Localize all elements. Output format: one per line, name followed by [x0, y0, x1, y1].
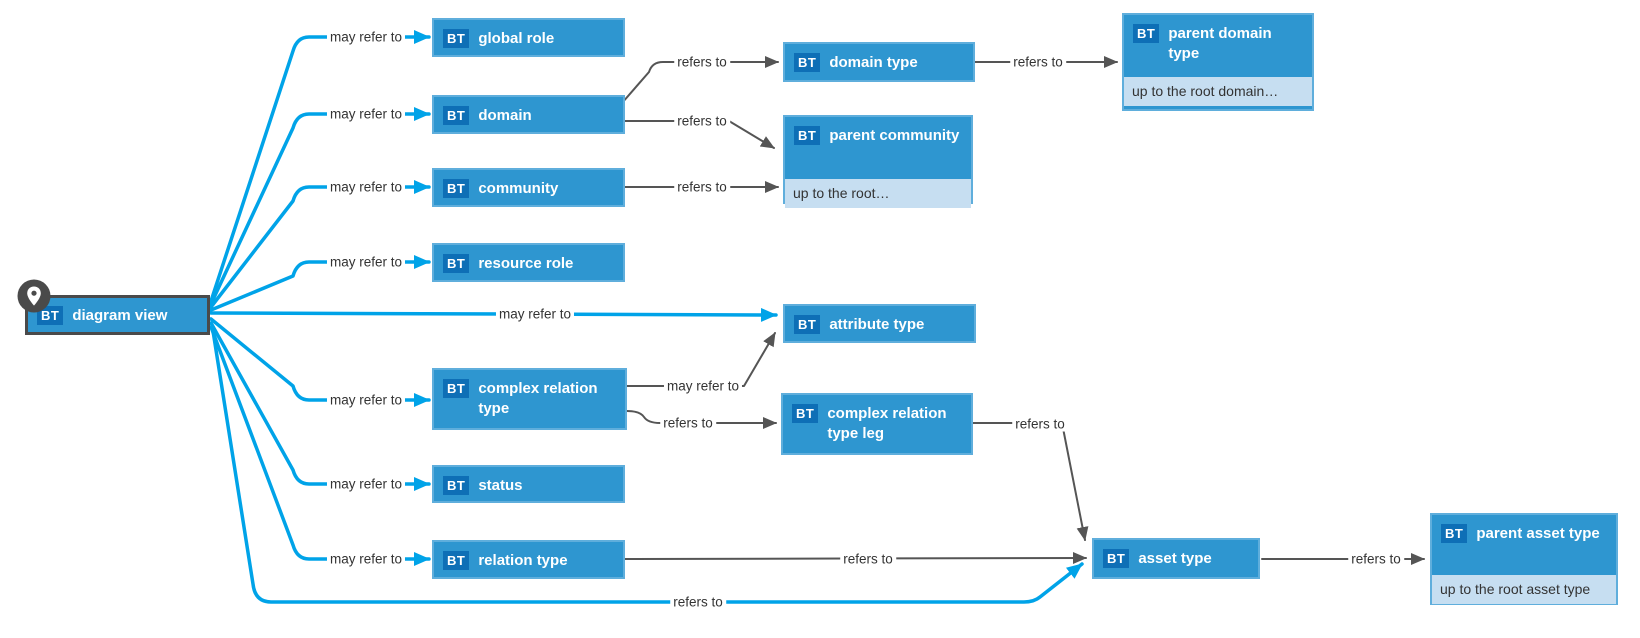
- bt-badge: BT: [443, 106, 470, 125]
- node-global-role[interactable]: BT global role: [432, 18, 625, 57]
- edge-label-refers-to: refers to: [1348, 551, 1404, 567]
- node-community[interactable]: BT community: [432, 168, 625, 207]
- bt-badge: BT: [794, 315, 821, 334]
- bt-badge: BT: [37, 306, 64, 325]
- node-status[interactable]: BT status: [432, 465, 625, 503]
- edge-diagram-view-resource-role: [209, 255, 431, 312]
- edge-complex-relation-type-leg: [626, 410, 777, 429]
- bt-badge: BT: [443, 179, 470, 198]
- edge-label-may-refer-to: may refer to: [326, 29, 406, 45]
- node-asset-type[interactable]: BT asset type: [1092, 538, 1260, 579]
- node-attribute-type[interactable]: BT attribute type: [783, 304, 976, 343]
- node-label: resource role: [478, 255, 574, 272]
- edge-label-may-refer-to: may refer to: [326, 254, 406, 270]
- bt-badge: BT: [792, 404, 819, 423]
- node-parent-asset-type[interactable]: BT parent asset type up to the root asse…: [1430, 513, 1618, 605]
- node-label: complex relation type: [478, 380, 598, 417]
- node-label: asset type: [1138, 550, 1212, 567]
- edge-domain-domain-type: [621, 56, 779, 104]
- edge-label-may-refer-to: may refer to: [326, 551, 406, 567]
- bt-badge: BT: [1103, 549, 1130, 568]
- edge-diagram-view-attribute-type: [209, 307, 778, 322]
- node-label: global role: [478, 30, 555, 47]
- node-label: relation type: [478, 552, 568, 569]
- node-label: parent domain type: [1168, 25, 1272, 62]
- edge-diagram-view-relation-type: [209, 325, 431, 566]
- location-pin-icon: [17, 279, 51, 313]
- edge-diagram-view-community: [209, 180, 431, 309]
- node-domain-type[interactable]: BT domain type: [783, 42, 975, 82]
- bt-badge: BT: [443, 29, 470, 48]
- edge-label-refers-to: refers to: [670, 594, 726, 610]
- node-note: up to the root domain…: [1124, 77, 1312, 106]
- edge-label-may-refer-to: may refer to: [326, 392, 406, 408]
- bt-badge: BT: [1441, 524, 1468, 543]
- node-label: complex relation type leg: [827, 405, 947, 442]
- node-resource-role[interactable]: BT resource role: [432, 243, 625, 282]
- edge-label-refers-to: refers to: [660, 415, 716, 431]
- edge-label-may-refer-to: may refer to: [663, 378, 743, 394]
- node-label: diagram view: [72, 307, 168, 324]
- node-note: up to the root asset type: [1432, 575, 1616, 604]
- node-label: attribute type: [829, 316, 925, 333]
- node-parent-domain-type[interactable]: BT parent domain type up to the root dom…: [1122, 13, 1314, 111]
- edge-diagram-view-domain: [209, 107, 431, 306]
- node-label: status: [478, 477, 523, 494]
- node-parent-community[interactable]: BT parent community up to the root…: [783, 115, 973, 208]
- node-diagram-view[interactable]: BT diagram view: [25, 295, 210, 335]
- edge-label-refers-to: refers to: [674, 179, 730, 195]
- edge-label-refers-to: refers to: [674, 54, 730, 70]
- node-complex-relation-type[interactable]: BT complex relation type: [432, 368, 627, 430]
- bt-badge: BT: [794, 126, 821, 145]
- edge-diagram-view-asset-type: [211, 329, 1084, 604]
- node-domain[interactable]: BT domain: [432, 95, 625, 134]
- bt-badge: BT: [443, 551, 470, 570]
- edge-label-refers-to: refers to: [674, 113, 730, 129]
- edge-diagram-view-status: [209, 321, 431, 491]
- bt-badge: BT: [443, 476, 470, 495]
- edge-label-refers-to: refers to: [1010, 54, 1066, 70]
- node-label: parent community: [829, 127, 960, 144]
- bt-badge: BT: [443, 254, 470, 273]
- node-note: up to the root…: [785, 179, 971, 208]
- edge-diagram-view-global-role: [209, 30, 431, 303]
- node-label: domain: [478, 107, 532, 124]
- edge-label-refers-to: refers to: [1012, 416, 1068, 432]
- edge-leg-asset-type: [972, 422, 1089, 541]
- edge-label-may-refer-to: may refer to: [326, 106, 406, 122]
- node-relation-type[interactable]: BT relation type: [432, 540, 625, 579]
- bt-badge: BT: [794, 53, 821, 72]
- edge-label-may-refer-to: may refer to: [495, 306, 575, 322]
- node-label: parent asset type: [1476, 525, 1600, 542]
- node-complex-relation-type-leg[interactable]: BT complex relation type leg: [781, 393, 973, 455]
- node-label: domain type: [829, 54, 918, 71]
- bt-badge: BT: [443, 379, 470, 398]
- bt-badge: BT: [1133, 24, 1160, 43]
- edge-diagram-view-complex-relation-type: [209, 317, 431, 407]
- edge-label-may-refer-to: may refer to: [326, 179, 406, 195]
- node-label: community: [478, 180, 559, 197]
- edge-label-may-refer-to: may refer to: [326, 476, 406, 492]
- edge-label-refers-to: refers to: [840, 551, 896, 567]
